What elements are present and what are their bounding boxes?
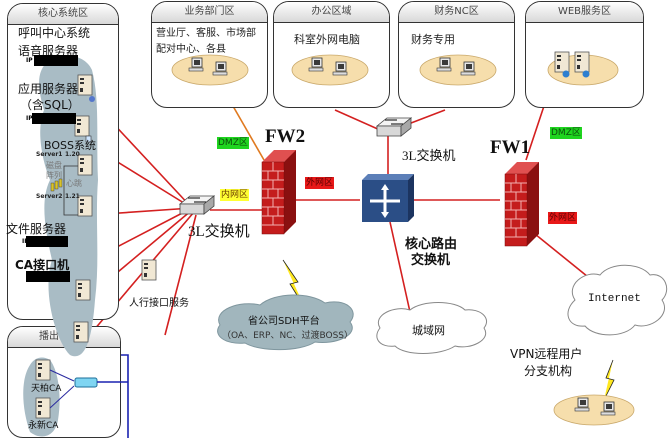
hub-icon (74, 377, 98, 388)
core-router-icon (362, 174, 414, 222)
zone-title: 业务部门区 (152, 2, 267, 23)
zone-title: 核心系统区 (8, 4, 118, 25)
sdh-cloud-desc: （OA、ERP、NC、过渡BOSS） (222, 331, 353, 341)
link-pboc (164, 214, 197, 336)
yongxin-ca-server-icon (35, 397, 51, 419)
boss-server1-icon (77, 154, 93, 176)
desc-line: 营业厅、客服、市场部 (156, 28, 256, 39)
lock-icon (89, 96, 95, 102)
business-cloud (171, 54, 249, 86)
fw2-inner-tag: 内网区 (220, 189, 250, 201)
file-server-label: 文件服务器 (6, 222, 67, 236)
file-server-icon (75, 279, 91, 301)
fw2-label: FW2 (265, 126, 306, 147)
server1-label: Server1 (36, 151, 63, 158)
disk-array-label: 磁盘 (46, 161, 62, 170)
internet-cloud (567, 264, 668, 336)
office-cloud (291, 54, 369, 86)
zone-desc: 财务专用 (411, 33, 455, 46)
database-icon (85, 135, 92, 143)
switch-top-icon (376, 117, 412, 137)
zone-business: 业务部门区 营业厅、客服、市场部 配对中心、各县 (151, 1, 268, 108)
pboc-server-icon (141, 259, 157, 281)
ip-label: IP (26, 57, 33, 64)
server2-label: Server2 (36, 193, 63, 200)
switch-left-icon (179, 195, 215, 215)
disk-array-label-2: 阵列 (46, 171, 62, 180)
call-center-label: 呼叫中心系统 (18, 26, 91, 40)
app-server-icon (74, 115, 90, 137)
metro-cloud (376, 302, 488, 354)
pboc-service-label: 人行接口服务 (129, 298, 189, 309)
boss-label: BOSS系统 (44, 139, 96, 152)
server1-ip: 1.20 (65, 151, 80, 158)
boss-server2-icon (77, 195, 93, 217)
switch-left-label: 3L交换机 (188, 224, 250, 240)
globe-icon (562, 70, 570, 78)
redacted-ip (26, 236, 68, 247)
fw1-label: FW1 (490, 137, 531, 158)
web-server-icon (574, 51, 590, 73)
zone-finance: 财务NC区 财务专用 (398, 1, 515, 108)
redacted-ip (26, 271, 70, 282)
ca-interface-label: CA接口机 (15, 258, 70, 272)
wan-link-vpn (603, 359, 615, 401)
redacted-ip (34, 55, 78, 66)
fw1-dmz-tag: DMZ区 (550, 127, 582, 139)
internet-cloud-label: Internet (588, 293, 641, 305)
zone-title: 办公区域 (274, 2, 389, 23)
server2-ip: 1.21 (65, 193, 80, 200)
fw2-dmz-tag: DMZ区 (217, 137, 249, 149)
web-server-icon (554, 51, 570, 73)
switch-top-label: 3L交换机 (402, 148, 456, 163)
tianbo-ca-server-icon (35, 359, 51, 381)
disk-array-icon (50, 178, 63, 192)
vpn-label: VPN远程用户 (510, 347, 583, 361)
sdh-cloud (217, 294, 354, 351)
fw1-icon (504, 161, 540, 247)
zone-title: 财务NC区 (399, 2, 514, 23)
ca-interface-icon (73, 321, 89, 343)
vpn-cloud (553, 394, 635, 426)
tianbo-ca-label: 天柏CA (31, 384, 62, 394)
link-switch2-office (334, 109, 381, 131)
broadcast-cloud (23, 357, 60, 437)
core-router-label: 核心路由 (405, 237, 458, 252)
zone-desc: 营业厅、客服、市场部 配对中心、各县 (156, 26, 256, 58)
zone-desc: 科室外网电脑 (294, 33, 360, 46)
core-router-label-2: 交换机 (411, 253, 451, 268)
finance-cloud (419, 54, 497, 86)
fw2-outer-tag: 外网区 (305, 177, 335, 189)
desc-line: 配对中心、各县 (156, 44, 226, 55)
branch-label: 分支机构 (524, 364, 573, 378)
heartbeat-label: 心跳 (66, 179, 82, 188)
zone-title: WEB服务区 (526, 2, 643, 23)
voice-server-icon (77, 74, 93, 96)
sdh-cloud-label: 省公司SDH平台 (248, 316, 320, 327)
link-router-metro (389, 221, 411, 313)
yongxin-ca-label: 永新CA (28, 421, 59, 431)
metro-cloud-label: 城域网 (412, 324, 445, 337)
app-server-label: 应用服务器 (18, 82, 79, 96)
heartbeat-line (63, 165, 78, 216)
globe-icon (582, 70, 590, 78)
ip-label: IP (22, 238, 29, 245)
fw1-outer-tag: 外网区 (548, 212, 578, 224)
zone-office: 办公区域 科室外网电脑 (273, 1, 390, 108)
voice-server-label: 语音服务器 (18, 44, 79, 58)
redacted-ip (32, 113, 76, 124)
ip-label: IP (26, 115, 33, 122)
app-server-sql-label: （含SQL） (20, 98, 80, 112)
fw2-icon (261, 149, 297, 235)
